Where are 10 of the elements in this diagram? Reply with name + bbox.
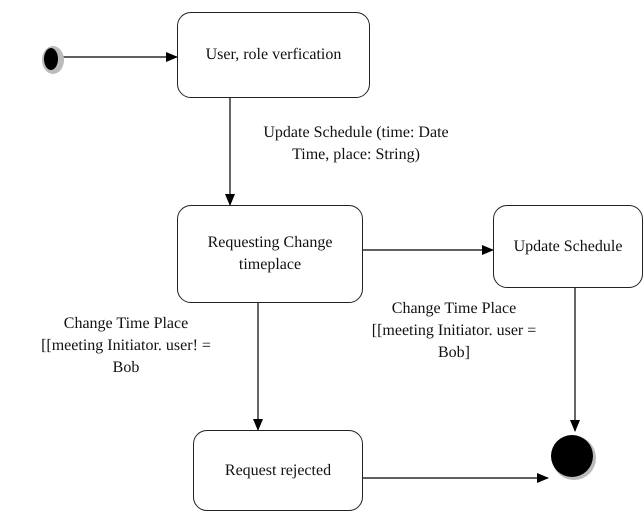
state-box: Requesting Change timeplace	[177, 205, 363, 303]
arrow	[62, 52, 178, 62]
arrow	[253, 303, 263, 431]
arrow	[570, 288, 580, 432]
arrow	[363, 473, 549, 483]
arrow	[225, 98, 235, 206]
state-box: Request rejected	[193, 430, 363, 511]
state-box: User, role verfication	[177, 12, 370, 98]
arrow	[363, 245, 494, 255]
state-box: Update Schedule	[493, 205, 643, 288]
